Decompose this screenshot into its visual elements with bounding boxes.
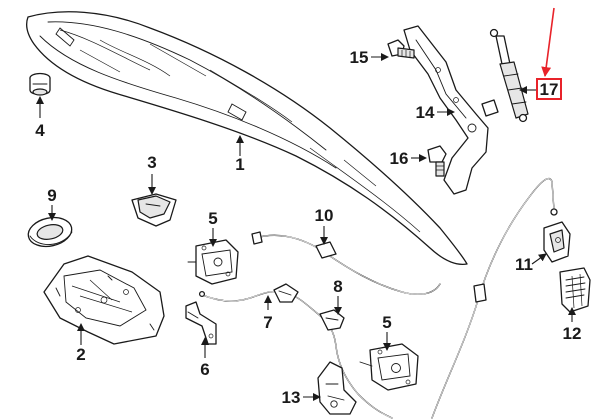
part-13-striker <box>317 361 357 415</box>
highlight-part-17 <box>536 7 562 100</box>
callout-5b: 5 <box>382 313 391 332</box>
callout-10: 10 <box>315 206 334 225</box>
part-2-insulator-pad <box>43 255 165 345</box>
callout-8: 8 <box>333 277 342 296</box>
part-6-support-bracket <box>185 301 217 345</box>
part-15-bolt <box>387 39 415 59</box>
callout-9: 9 <box>47 186 56 205</box>
hood-release-main-cable <box>431 177 558 419</box>
part-17-lift-support <box>489 28 529 123</box>
callout-12: 12 <box>563 324 582 343</box>
part-9-grommet <box>27 216 73 248</box>
part-5-hood-latch-upper <box>187 239 239 285</box>
leader-lines <box>36 53 576 401</box>
part-4-bumper-stop <box>29 72 51 96</box>
callout-labels: 1 2 3 4 5 5 6 7 8 9 10 11 12 13 14 15 16… <box>35 48 581 407</box>
callout-17: 17 <box>540 80 559 99</box>
callout-7: 7 <box>263 313 272 332</box>
callout-5a: 5 <box>208 209 217 228</box>
part-7-release-cable <box>198 283 393 419</box>
callout-4: 4 <box>35 121 45 140</box>
highlight-box <box>536 78 562 100</box>
part-14-hood-hinge <box>403 25 499 195</box>
part-11-cable-bracket <box>543 221 571 263</box>
part-5-hood-latch-lower <box>359 343 419 391</box>
part-12-vent <box>559 267 591 313</box>
callout-3: 3 <box>147 153 156 172</box>
highlight-arrow <box>541 7 555 77</box>
callout-13: 13 <box>282 388 301 407</box>
callout-16: 16 <box>390 149 409 168</box>
part-1-hood-panel <box>26 11 468 266</box>
part-16-bolt <box>427 145 447 177</box>
callout-2: 2 <box>76 345 85 364</box>
callout-14: 14 <box>416 103 435 122</box>
callout-1: 1 <box>235 155 244 174</box>
part-10-secondary-cable <box>251 231 441 295</box>
part-8-release-handle <box>319 309 345 331</box>
callout-15: 15 <box>350 48 369 67</box>
callout-6: 6 <box>200 360 209 379</box>
callout-11: 11 <box>515 255 533 274</box>
part-3-clip <box>131 193 177 227</box>
